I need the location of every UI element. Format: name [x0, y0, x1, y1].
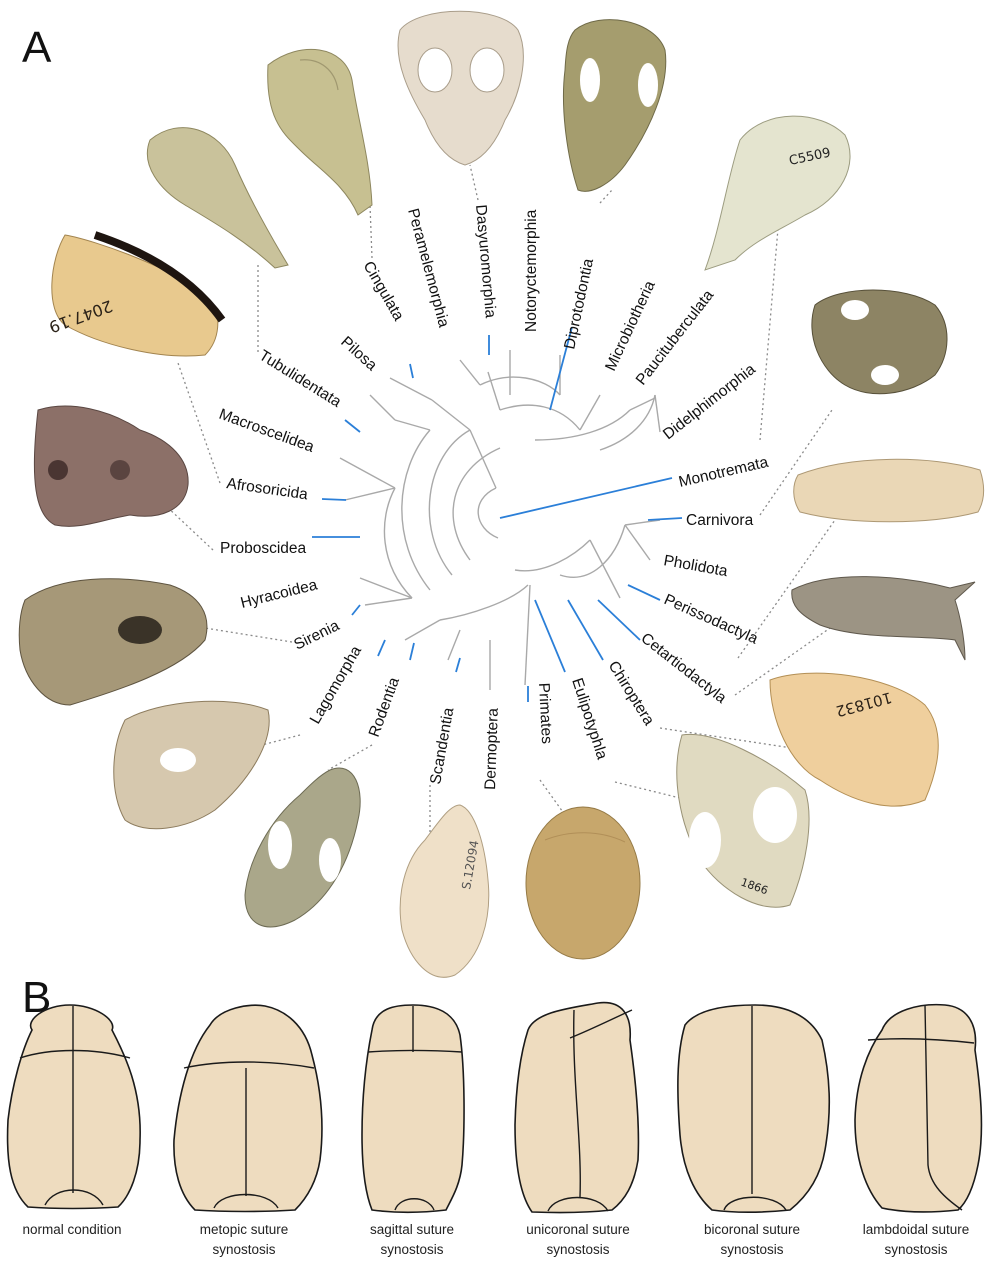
taxon-label-cetartiodactyla: Cetartiodactyla	[638, 630, 730, 707]
taxon-label-afrosoricida: Afrosoricida	[225, 475, 309, 503]
skull-photo-proboscidea	[34, 406, 188, 526]
taxon-label-tubulidentata: Tubulidentata	[256, 347, 345, 411]
skull-photo-eulipotyphla: 1866	[677, 734, 809, 907]
condition-label-normal: normal condition	[22, 1222, 121, 1237]
taxon-label-dasyuromorphia: Dasyuromorphia	[472, 204, 499, 319]
skull-photo-sirenia	[19, 579, 207, 705]
taxon-label-sirenia: Sirenia	[291, 617, 342, 654]
skull-photo-perissodactyla	[794, 459, 984, 521]
panel-a-label: A	[22, 23, 52, 72]
taxon-label-hyracoidea: Hyracoidea	[239, 576, 320, 612]
taxon-label-rodentia: Rodentia	[366, 675, 403, 739]
skull-photo-dasyuromorphia	[398, 11, 523, 165]
synostosis-diagrams: normal condition metopic suture synostos…	[8, 1003, 982, 1257]
skull-photo-tubulidentata	[147, 128, 288, 268]
taxon-label-monotremata: Monotremata	[677, 454, 770, 491]
taxon-label-primates: Primates	[535, 682, 555, 744]
taxon-label-perissodactyla: Perissodactyla	[661, 591, 760, 648]
skull-photo-cingulata	[268, 49, 372, 215]
phylogeny-tree	[312, 327, 682, 702]
skull-photo-scandentia: S.12094	[400, 805, 489, 977]
condition-label-metopic: metopic suture	[200, 1222, 289, 1237]
taxon-label-eulipotyphla: Eulipotyphla	[568, 676, 610, 762]
skull-diagram-metopic	[174, 1005, 322, 1211]
skull-diagram-unicoronal	[515, 1003, 638, 1213]
skull-photo-diprotodontia	[563, 20, 665, 192]
taxon-labels: Cingulata Peramelemorphia Dasyuromorphia…	[217, 204, 771, 790]
taxon-label-notoryctemorphia: Notoryctemorphia	[523, 209, 540, 332]
skull-photo-macroscelidea: 2047.19	[46, 235, 222, 356]
skull-photo-lagomorpha	[114, 701, 269, 828]
skull-diagram-lambdoidal	[855, 1005, 981, 1212]
taxon-label-peramelemorphia: Peramelemorphia	[404, 207, 452, 330]
taxon-label-macroscelidea: Macroscelidea	[217, 406, 317, 456]
taxon-label-cingulata: Cingulata	[360, 259, 408, 325]
condition-label-lambdoidal: lambdoidal suture	[863, 1222, 970, 1237]
condition-label-bicoronal: bicoronal suture	[704, 1222, 800, 1237]
skull-photo-primates	[526, 807, 640, 959]
skull-diagram-bicoronal	[678, 1005, 829, 1212]
condition-label-bicoronal-line2: synostosis	[720, 1242, 783, 1257]
taxon-label-pholidota: Pholidota	[662, 552, 729, 580]
specimen-skulls: C5509 2047.19	[19, 11, 983, 977]
taxon-label-didelphimorphia: Didelphimorphia	[660, 361, 759, 444]
skull-diagram-normal	[8, 1005, 141, 1209]
taxon-label-pilosa: Pilosa	[337, 333, 380, 374]
condition-label-unicoronal-line2: synostosis	[546, 1242, 609, 1257]
skull-photo-cetartiodactyla	[792, 577, 975, 660]
condition-label-sagittal-line2: synostosis	[380, 1242, 443, 1257]
taxon-label-chiroptera: Chiroptera	[605, 658, 658, 729]
taxon-label-lagomorpha: Lagomorpha	[307, 643, 365, 727]
skull-photo-rodentia	[245, 768, 360, 927]
taxon-label-scandentia: Scandentia	[427, 706, 457, 786]
taxon-label-carnivora: Carnivora	[686, 512, 754, 529]
taxon-label-proboscidea: Proboscidea	[220, 540, 307, 557]
skull-photo-didelphimorphia: C5509	[705, 116, 850, 270]
condition-label-metopic-line2: synostosis	[212, 1242, 275, 1257]
taxon-label-dermoptera: Dermoptera	[482, 707, 502, 790]
skull-photo-carnivora	[812, 290, 947, 394]
skull-diagram-sagittal	[362, 1005, 464, 1212]
taxon-label-diprotodontia: Diprotodontia	[561, 257, 597, 351]
condition-label-unicoronal: unicoronal suture	[526, 1222, 630, 1237]
condition-label-lambdoidal-line2: synostosis	[884, 1242, 947, 1257]
condition-label-sagittal: sagittal suture	[370, 1222, 454, 1237]
